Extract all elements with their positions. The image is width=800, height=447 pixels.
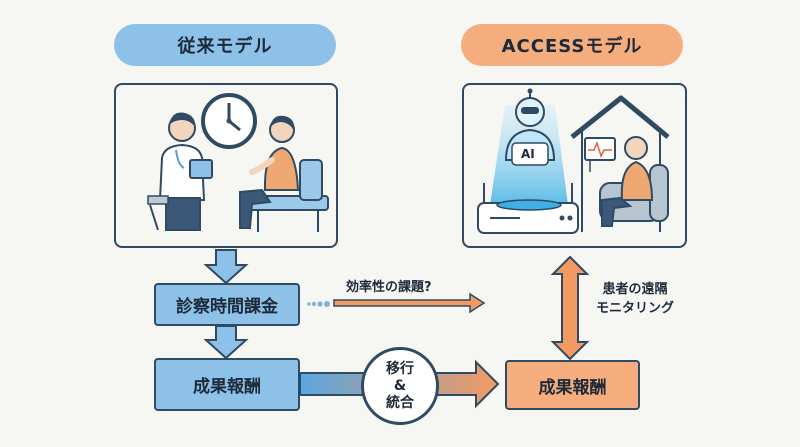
heart-monitor-icon (584, 137, 616, 172)
remote-monitoring-illustration (477, 88, 670, 234)
time-based-billing-box: 診察時間課金 (154, 283, 300, 326)
doctor-patient-illustration (147, 93, 329, 232)
left-outcome-payment-box: 成果報酬 (154, 358, 300, 411)
remote-monitoring-arrow (550, 255, 590, 361)
traditional-care-panel (114, 83, 338, 248)
remote-monitoring-label: 患者の遠隔 モニタリング (590, 280, 680, 318)
elderly-patient-icon (599, 136, 669, 227)
right-outcome-payment-box: 成果報酬 (505, 360, 640, 410)
transition-circle: 移行 & 統合 (361, 347, 439, 425)
efficiency-arrow (307, 292, 486, 314)
right-model-title: ACCESSモデル (461, 24, 683, 66)
clock-icon (201, 93, 257, 149)
ai-robot-icon (504, 88, 556, 166)
remote-monitoring-line1: 患者の遠隔 (602, 282, 668, 297)
left-model-title: 従来モデル (114, 24, 336, 66)
left-flow-arrows (203, 249, 249, 360)
exam-bed-icon (247, 159, 329, 232)
transition-line2: & (393, 377, 407, 394)
transition-line3: 統合 (386, 394, 414, 411)
remote-care-panel (462, 83, 687, 248)
patient-icon (239, 115, 300, 229)
router-icon (477, 183, 579, 234)
transition-line1: 移行 (386, 360, 414, 377)
remote-monitoring-line2: モニタリング (595, 301, 674, 316)
efficiency-issue-label: 効率性の課題? (346, 280, 432, 295)
ai-label: AI (521, 147, 535, 161)
doctor-icon (147, 112, 213, 231)
